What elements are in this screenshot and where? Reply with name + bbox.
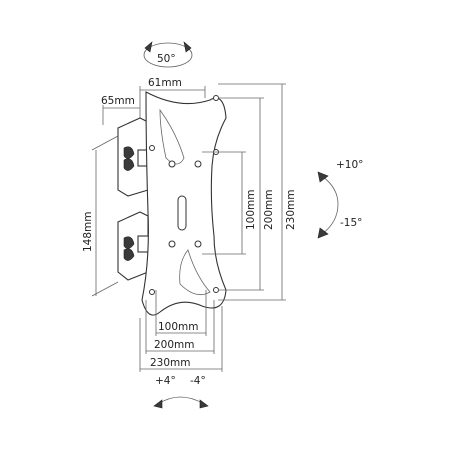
arm-top-dimension: 61mm — [148, 77, 182, 89]
vesa-horizontal-200-dimension: 200mm — [154, 339, 195, 351]
tilt-down-label: -15° — [340, 217, 362, 229]
swivel-arrow-icon — [143, 41, 193, 68]
vesa-horizontal-100-dimension: 100mm — [158, 321, 199, 333]
swivel-angle-label: 50° — [157, 53, 176, 65]
level-right-label: -4° — [190, 375, 206, 387]
level-arrow-icon — [153, 396, 209, 409]
wall-plate-height-dimension: 148mm — [82, 212, 94, 253]
tilt-up-label: +10° — [336, 159, 363, 171]
vesa-vertical-100-dimension: 100mm — [245, 190, 257, 231]
level-left-label: +4° — [155, 375, 176, 387]
vesa-horizontal-230-dimension: 230mm — [150, 357, 191, 369]
wall-offset-dimension: 65mm — [101, 95, 135, 107]
vesa-vertical-200-dimension: 200mm — [263, 190, 275, 231]
vesa-vertical-230-dimension: 230mm — [285, 190, 297, 231]
tilt-arrow-icon — [317, 171, 339, 239]
